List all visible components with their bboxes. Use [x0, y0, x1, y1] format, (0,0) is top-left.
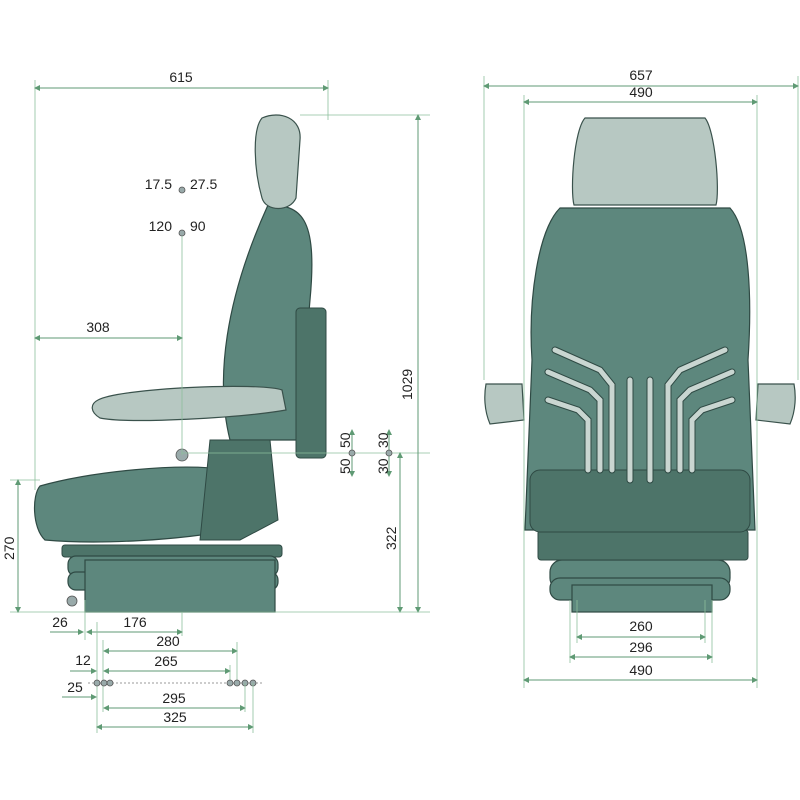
side-armrest	[91, 385, 287, 422]
side-cushion	[34, 466, 233, 543]
dim-265: 265	[154, 653, 178, 669]
dim-325: 325	[163, 709, 187, 725]
dim-90: 90	[190, 218, 206, 234]
dim-657: 657	[629, 67, 653, 83]
front-pipe-pattern	[544, 346, 736, 484]
dim-26: 26	[52, 614, 68, 630]
side-base	[61, 544, 283, 613]
side-headrest	[254, 114, 301, 210]
adjust-knob-icon	[66, 595, 78, 607]
front-armrest-right	[755, 383, 796, 425]
side-mechanism	[199, 439, 279, 541]
front-backrest	[524, 207, 756, 531]
dim-50-up: 50	[337, 432, 353, 448]
dim-27-5: 27.5	[190, 176, 217, 192]
dim-280: 280	[156, 633, 180, 649]
dim-50-down: 50	[337, 458, 353, 474]
dim-490-top: 490	[629, 84, 653, 100]
dim-25: 25	[67, 679, 83, 695]
front-headrest	[571, 117, 718, 206]
dim-615: 615	[169, 69, 193, 85]
side-view-seat	[34, 114, 327, 613]
front-cushion	[529, 469, 751, 533]
mounting-holes	[93, 679, 257, 687]
dim-490-bottom: 490	[629, 662, 653, 678]
dim-12: 12	[75, 652, 91, 668]
side-dimensions: 615 17.5 27.5 120 90 308 50 50 30 30 102…	[1, 69, 430, 733]
dim-176: 176	[123, 614, 147, 630]
dim-17-5: 17.5	[145, 176, 172, 192]
front-armrest-left	[484, 383, 525, 425]
dim-30-up: 30	[375, 432, 391, 448]
front-view-seat	[484, 117, 796, 613]
dim-296: 296	[629, 639, 653, 655]
dim-270: 270	[1, 536, 17, 560]
dim-295: 295	[162, 690, 186, 706]
dim-30-down: 30	[375, 458, 391, 474]
dim-1029: 1029	[399, 369, 415, 400]
dim-120: 120	[149, 218, 173, 234]
front-dimensions: 657 490 260 296 490	[483, 67, 799, 688]
side-lumbar-panel	[295, 307, 327, 459]
dim-260: 260	[629, 618, 653, 634]
dim-308: 308	[86, 319, 110, 335]
dim-322: 322	[383, 526, 399, 550]
